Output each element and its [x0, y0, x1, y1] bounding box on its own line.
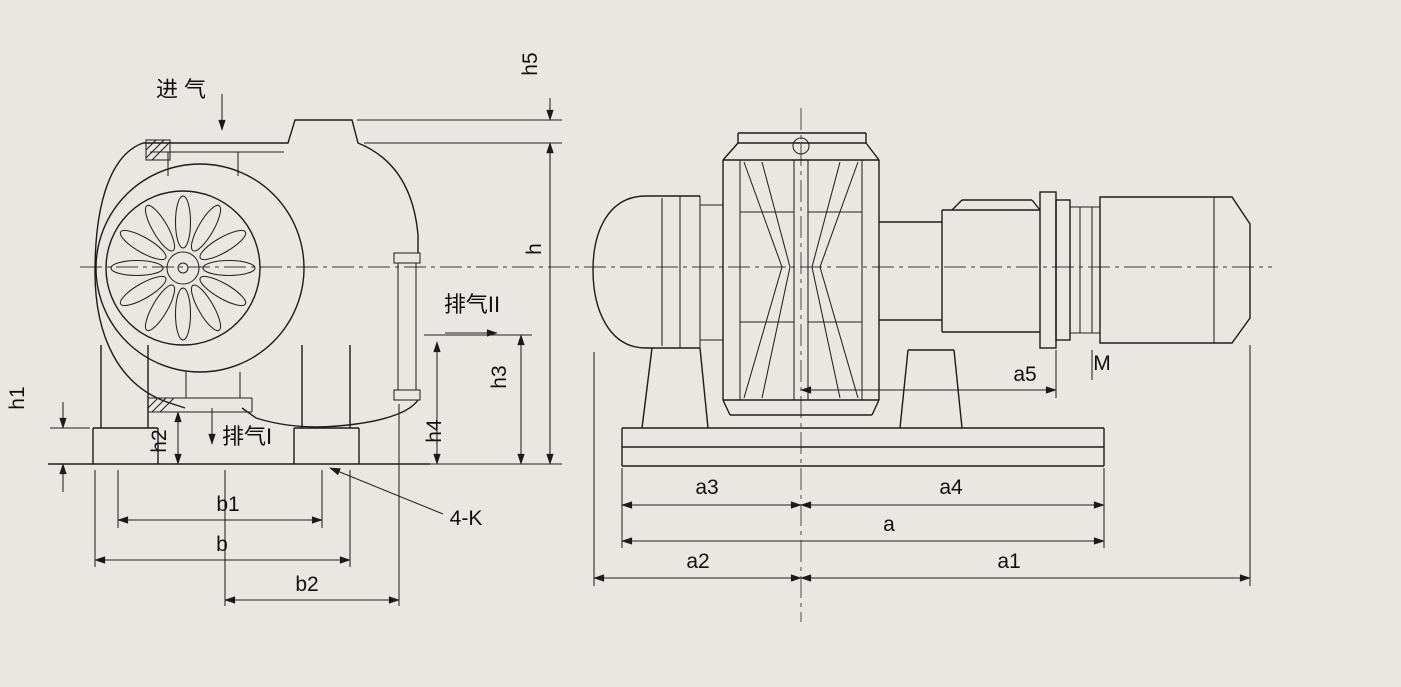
dim-label-b1: b1 — [216, 493, 239, 516]
exhaust1-label: 排气I — [222, 424, 272, 449]
left-view-front — [48, 119, 562, 465]
base-plate — [621, 427, 1105, 467]
hatched-flange-block-top — [145, 139, 171, 161]
dimension-labels: 进 气 排气II 排气I h5 h h3 h4 h1 h2 b1 b b2 4-… — [6, 52, 1111, 596]
gearbox-internal-ribs — [739, 160, 863, 400]
right-foot — [293, 345, 360, 464]
blower-casing-end — [592, 195, 723, 349]
dim-label-b2: b2 — [295, 573, 318, 596]
right-view-side — [592, 108, 1251, 622]
dim-label-h2: h2 — [148, 429, 171, 452]
exhaust2-label: 排气II — [444, 292, 500, 317]
dim-label-a2: a2 — [686, 550, 709, 573]
dim-label-a5: a5 — [1013, 363, 1036, 386]
dim-label-h3: h3 — [488, 365, 511, 388]
gearbox-top-flange — [737, 132, 867, 155]
dim-label-h5: h5 — [519, 52, 542, 75]
dim-label-h1: h1 — [6, 386, 29, 409]
dim-label-a3: a3 — [695, 476, 718, 499]
dim-label-a1: a1 — [997, 550, 1020, 573]
dim-label-a4: a4 — [939, 476, 963, 499]
dim-label-a: a — [883, 513, 895, 536]
left-foot — [92, 345, 159, 464]
side-view-left-foot — [641, 347, 709, 429]
motor-flange-rings — [1070, 206, 1100, 334]
volute-casing-bottom — [241, 399, 419, 428]
fan-grille — [105, 190, 261, 346]
coupling-housing — [879, 199, 1041, 333]
exhaust2-flange — [393, 252, 421, 401]
mounting-holes-label: 4-K — [450, 507, 483, 530]
intake-label: 进 气 — [156, 77, 206, 102]
casing-front-circle — [95, 163, 305, 373]
exhaust1-outlet — [147, 372, 253, 413]
dim-label-h: h — [523, 243, 546, 255]
dim-label-h4: h4 — [423, 419, 446, 443]
dim-label-b: b — [216, 533, 228, 556]
grille-slots — [110, 195, 256, 341]
motor-body — [1099, 196, 1251, 344]
dimension-lines — [50, 94, 1251, 606]
volute-casing-outline — [143, 119, 419, 253]
thread-label-m: M — [1093, 352, 1111, 375]
mounting-hole-leader — [329, 467, 444, 515]
motor — [1039, 191, 1251, 349]
gearbox-body — [722, 142, 880, 416]
side-view-right-foot — [899, 349, 963, 429]
volute-casing-left — [94, 142, 186, 409]
